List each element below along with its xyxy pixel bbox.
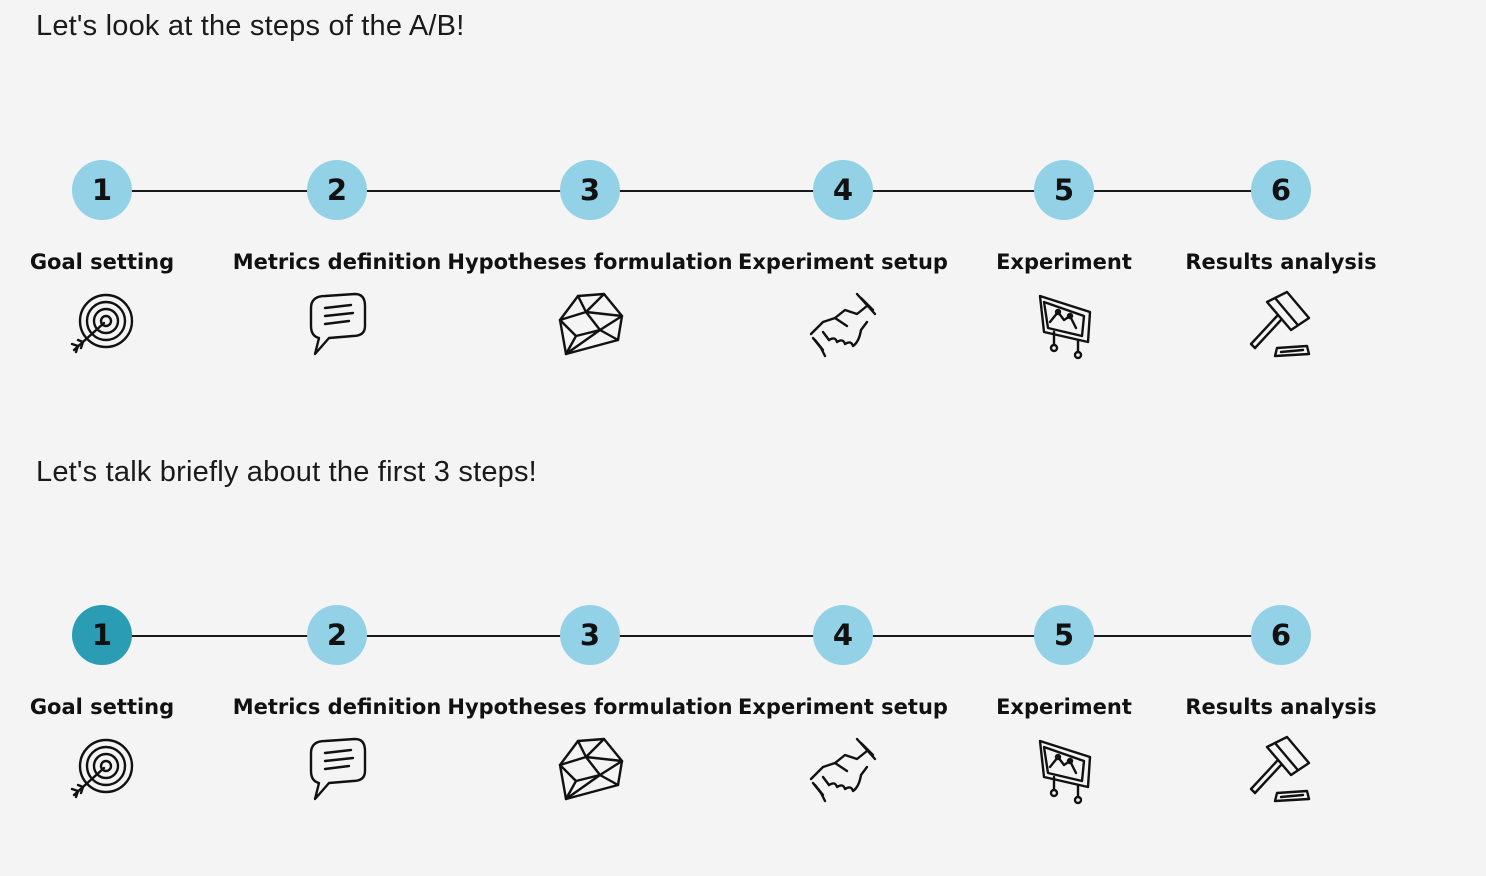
step-number-badge-active: 1 — [72, 605, 132, 665]
chart-board-icon — [1030, 733, 1098, 805]
target-arrow-icon — [68, 288, 136, 360]
timeline-connector — [102, 635, 1282, 637]
speech-bubble-icon — [303, 288, 371, 360]
step-number-badge: 6 — [1251, 160, 1311, 220]
step-label: Metrics definition — [232, 250, 442, 274]
timeline-connector — [102, 190, 1282, 192]
step-label: Hypotheses formulation — [447, 695, 733, 719]
step-number-badge: 4 — [813, 605, 873, 665]
step-label: Metrics definition — [232, 695, 442, 719]
step-label: Hypotheses formulation — [447, 250, 733, 274]
steps-timeline-overview: 1 Goal setting 2 Metrics definition 3 Hy… — [0, 158, 1486, 378]
target-arrow-icon — [68, 733, 136, 805]
step-label: Goal setting — [29, 695, 175, 719]
step-label: Goal setting — [29, 250, 175, 274]
diamond-icon — [556, 733, 624, 805]
step-label: Experiment — [996, 250, 1132, 274]
gavel-icon — [1247, 288, 1315, 360]
step-number-badge: 3 — [560, 160, 620, 220]
step-number-badge: 3 — [560, 605, 620, 665]
diamond-icon — [556, 288, 624, 360]
gavel-icon — [1247, 733, 1315, 805]
step-number-badge: 2 — [307, 160, 367, 220]
step-label: Experiment setup — [738, 695, 948, 719]
handshake-icon — [809, 288, 877, 360]
heading-first-three-steps: Let's talk briefly about the first 3 ste… — [36, 456, 537, 488]
step-number-badge: 1 — [72, 160, 132, 220]
handshake-icon — [809, 733, 877, 805]
step-number-badge: 5 — [1034, 160, 1094, 220]
step-number-badge: 5 — [1034, 605, 1094, 665]
heading-steps-overview: Let's look at the steps of the A/B! — [36, 10, 465, 42]
steps-timeline-highlighted: 1 Goal setting 2 Metrics definition 3 Hy… — [0, 603, 1486, 823]
speech-bubble-icon — [303, 733, 371, 805]
step-label: Experiment — [996, 695, 1132, 719]
step-label: Experiment setup — [738, 250, 948, 274]
step-number-badge: 4 — [813, 160, 873, 220]
step-label: Results analysis — [1185, 695, 1377, 719]
step-number-badge: 6 — [1251, 605, 1311, 665]
step-label: Results analysis — [1185, 250, 1377, 274]
chart-board-icon — [1030, 288, 1098, 360]
step-number-badge: 2 — [307, 605, 367, 665]
